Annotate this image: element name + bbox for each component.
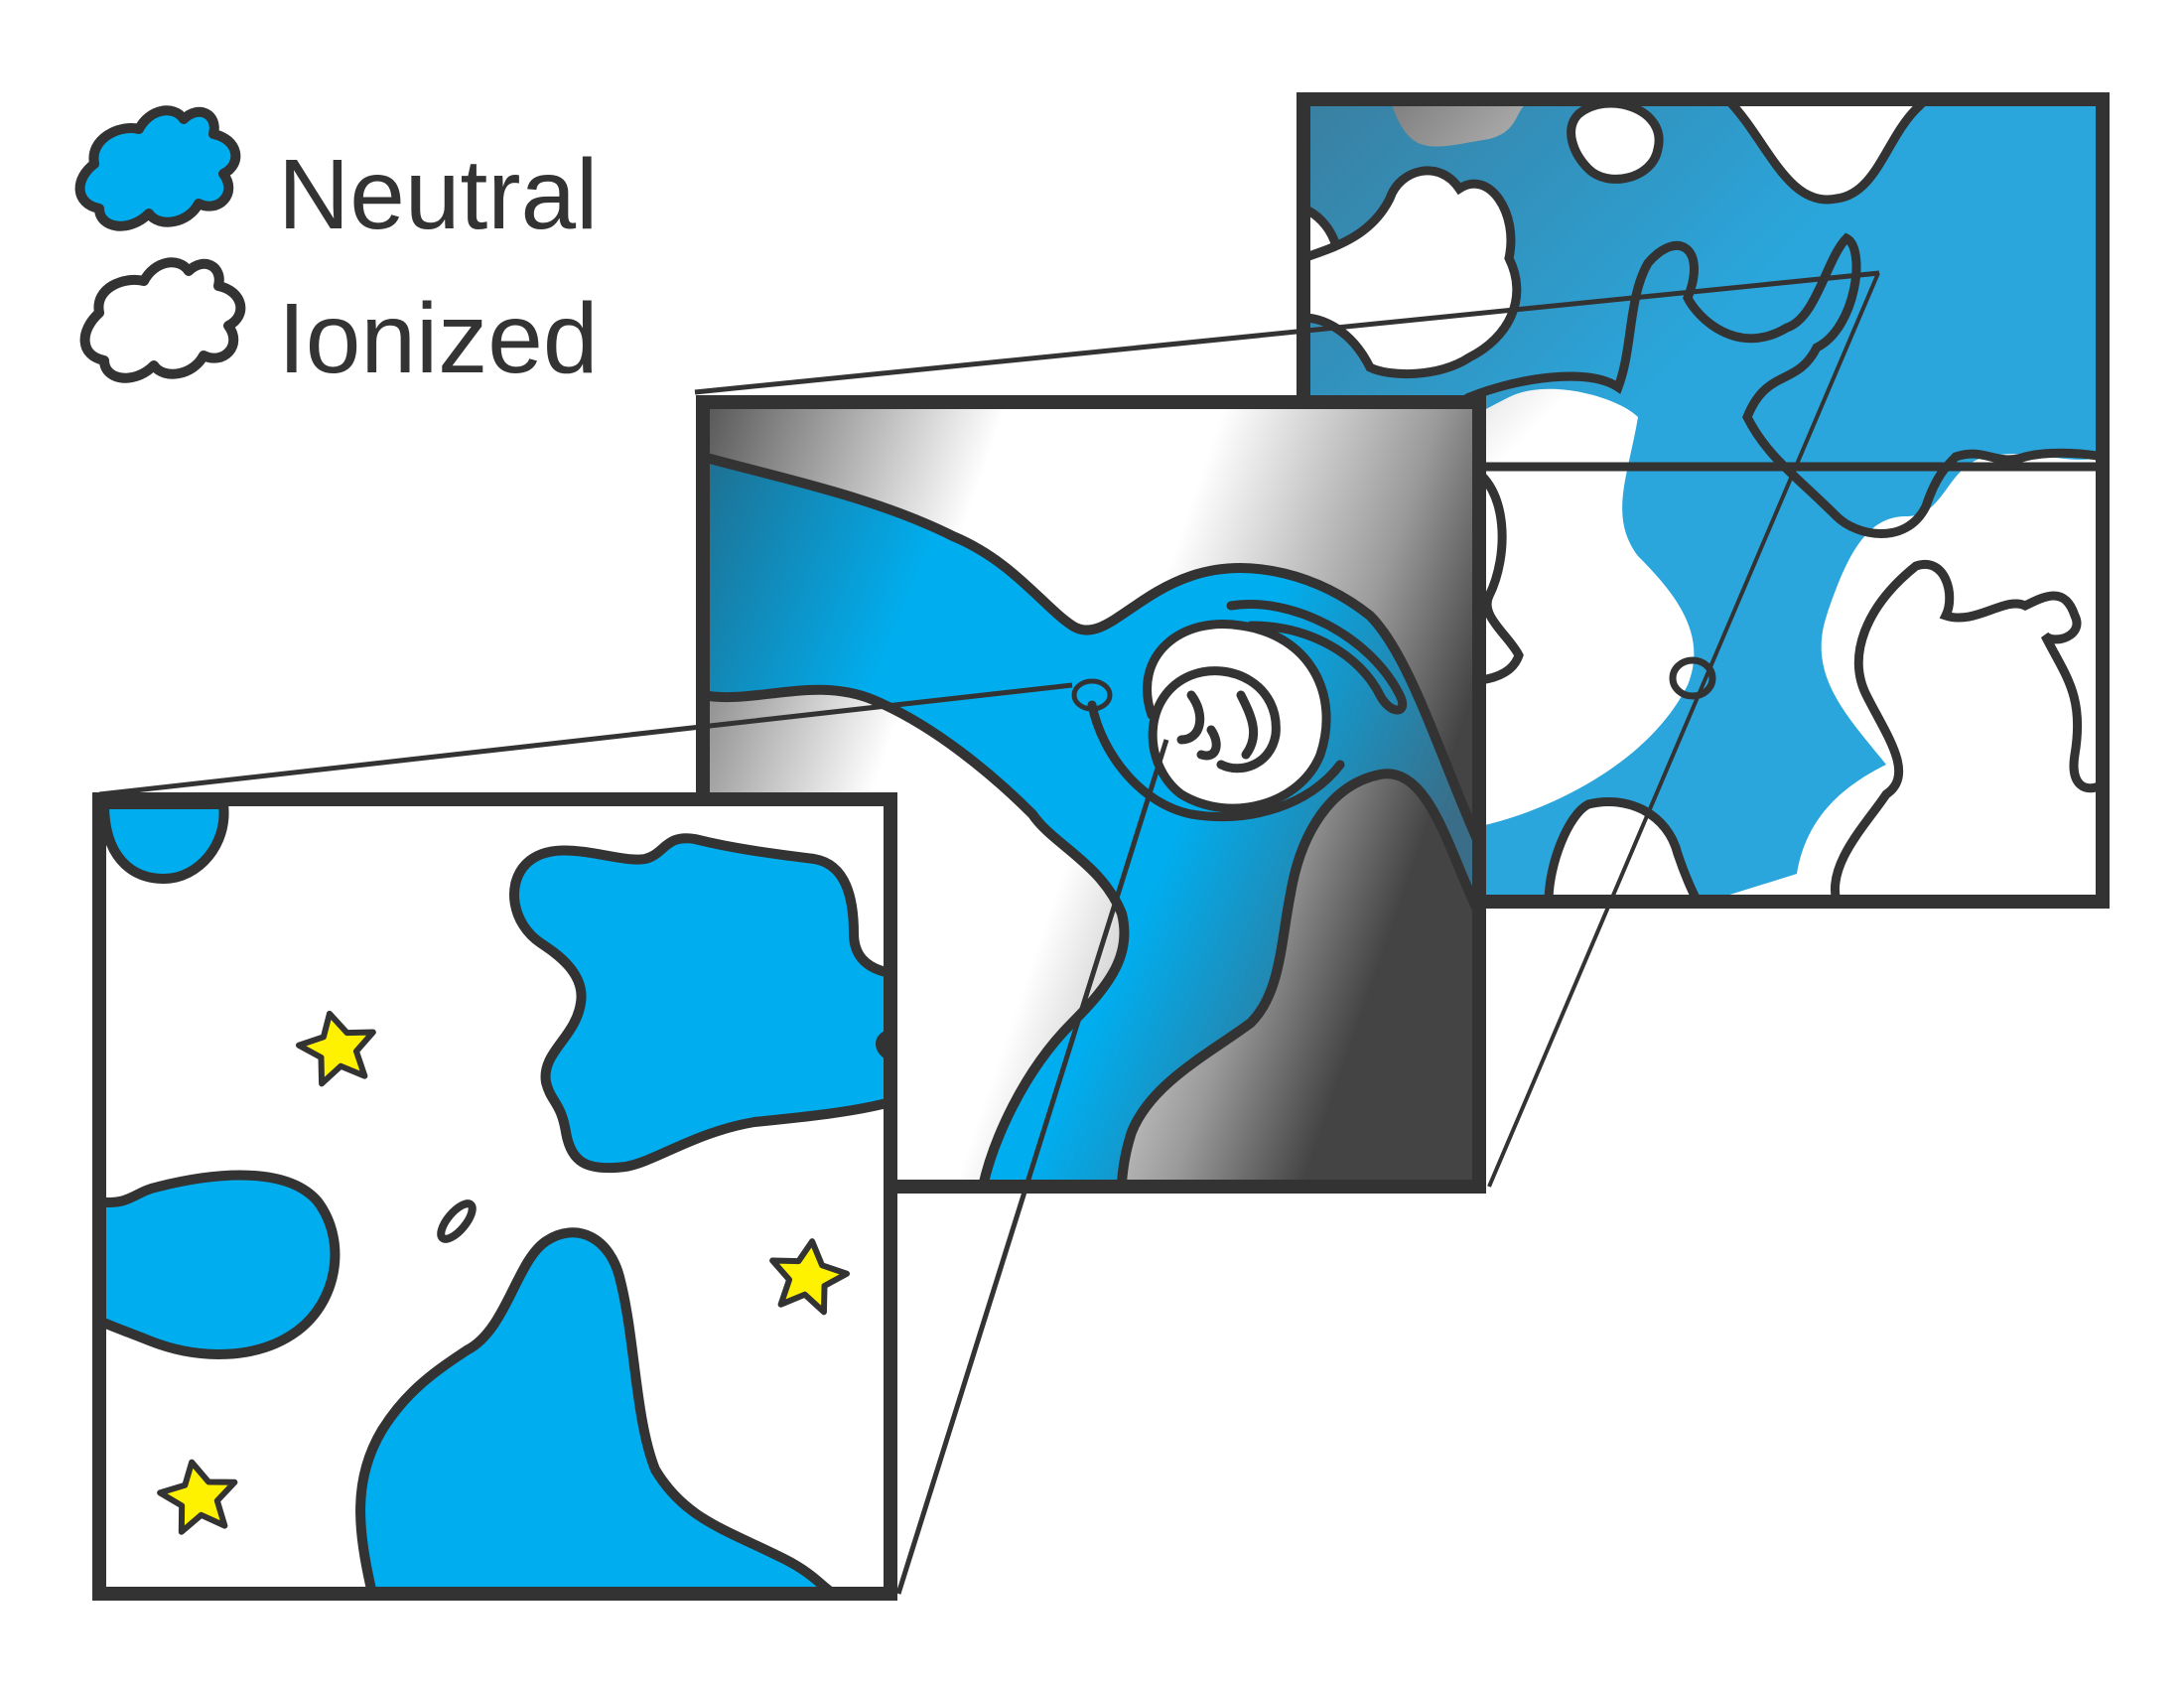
far-neutral-blob-top <box>509 833 890 1174</box>
legend-label-ionized: Ionized <box>278 283 598 394</box>
legend-item-ionized: Ionized <box>79 257 598 394</box>
far-panel-frame <box>92 792 897 1601</box>
far-neutral-blob-bottom <box>355 1227 839 1594</box>
near-ionized-island-4 <box>1303 166 1522 378</box>
near-zoom-target-ring <box>1669 656 1716 700</box>
legend-label-neutral: Neutral <box>278 139 598 250</box>
near-ionized-island-7 <box>1831 559 2103 902</box>
far-neutral-blob-left <box>99 1170 341 1359</box>
far-small-ionized-ring <box>437 1199 477 1243</box>
mid-zoom-panel <box>696 395 1486 1194</box>
star-icon <box>157 1459 238 1535</box>
mid-zoom-target-ring <box>1071 678 1113 712</box>
zoom-line-mid-bottom <box>1487 272 1880 1188</box>
zoom-line-far-top <box>98 682 1073 797</box>
ionized-blob-icon <box>79 257 246 383</box>
zoom-projection-lines <box>98 270 1880 1595</box>
far-zoom-panel <box>92 792 897 1601</box>
zoom-line-far-bottom <box>895 739 1169 1595</box>
mid-swirl-vortex <box>1087 600 1408 821</box>
zoom-line-mid-top <box>694 270 1880 395</box>
near-ionized-island-1 <box>1567 99 1664 184</box>
legend: Neutral Ionized <box>74 105 598 394</box>
star-icon <box>296 1010 376 1087</box>
star-icon <box>769 1238 850 1316</box>
far-neutral-corner <box>99 799 229 885</box>
near-ionized-island-2 <box>1720 99 1933 205</box>
near-ionized-island-8 <box>1544 796 1704 902</box>
legend-item-neutral: Neutral <box>74 105 598 250</box>
neutral-blob-icon <box>74 105 241 231</box>
